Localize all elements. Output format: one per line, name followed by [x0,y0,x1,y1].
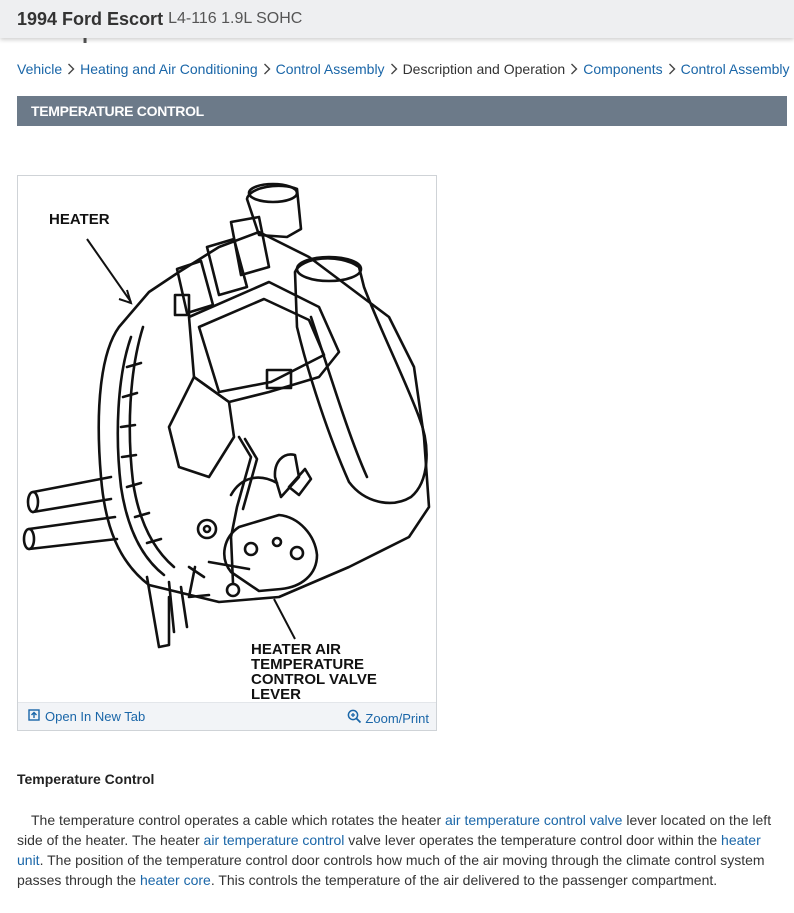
para-text-1: The temperature control operates a cable… [31,812,446,828]
breadcrumb-description-operation: Description and Operation [402,61,566,77]
breadcrumb-heating-ac[interactable]: Heating and Air Conditioning [80,61,258,77]
para-text-5: . This controls the temperature of the a… [210,872,718,888]
chevron-right-icon [62,61,80,77]
zoom-in-icon [347,709,362,727]
breadcrumb-control-assembly-2[interactable]: Control Assembly [680,61,790,77]
diagram-figure: HEATER HEATER AIR TEMPERATURE CONTROL VA… [17,175,437,731]
body-title: Temperature Control [17,771,155,787]
section-heading: TEMPERATURE CONTROL [17,96,787,126]
breadcrumb-control-assembly[interactable]: Control Assembly [275,61,385,77]
zoom-print-button[interactable]: Zoom/Print [347,709,429,727]
figure-toolbar: Open In New Tab Zoom/Print [18,702,436,730]
open-new-tab-button[interactable]: Open In New Tab [28,709,145,724]
label-lever-line3: CONTROL VALVE [251,671,377,688]
open-new-tab-label: Open In New Tab [45,709,146,724]
breadcrumb-components[interactable]: Components [583,61,663,77]
chevron-right-icon [663,61,681,77]
para-text-3: valve lever operates the temperature con… [344,832,722,848]
link-heater-core[interactable]: heater core [139,872,211,888]
breadcrumb: Vehicle Heating and Air Conditioning Con… [17,61,794,77]
label-lever-line1: HEATER AIR [251,641,341,658]
chevron-right-icon [385,61,403,77]
heater-diagram[interactable]: HEATER HEATER AIR TEMPERATURE CONTROL VA… [19,177,435,703]
top-header-bar: 1994 Ford Escort L4-116 1.9L SOHC [0,0,794,38]
engine-spec: L4-116 1.9L SOHC [168,10,303,27]
para-text-2: lever located on the left side of the he… [17,812,772,848]
open-new-tab-icon [28,709,40,724]
breadcrumb-vehicle[interactable]: Vehicle [17,61,63,77]
label-lever-line4: LEVER [251,686,301,703]
chevron-right-icon [565,61,583,77]
link-air-temperature-control[interactable]: air temperature control [203,832,345,848]
link-heater-unit[interactable]: heater unit [17,832,761,868]
label-heater: HEATER [49,211,110,228]
description-paragraph: The temperature control operates a cable… [17,810,787,890]
para-text-4: . The position of the temperature contro… [17,852,765,888]
label-lever-line2: TEMPERATURE [251,656,364,673]
link-air-temperature-control-valve[interactable]: air temperature control valve [445,812,623,828]
zoom-print-label: Zoom/Print [365,710,429,726]
chevron-right-icon [258,61,276,77]
vehicle-name: 1994 Ford Escort [17,8,164,29]
